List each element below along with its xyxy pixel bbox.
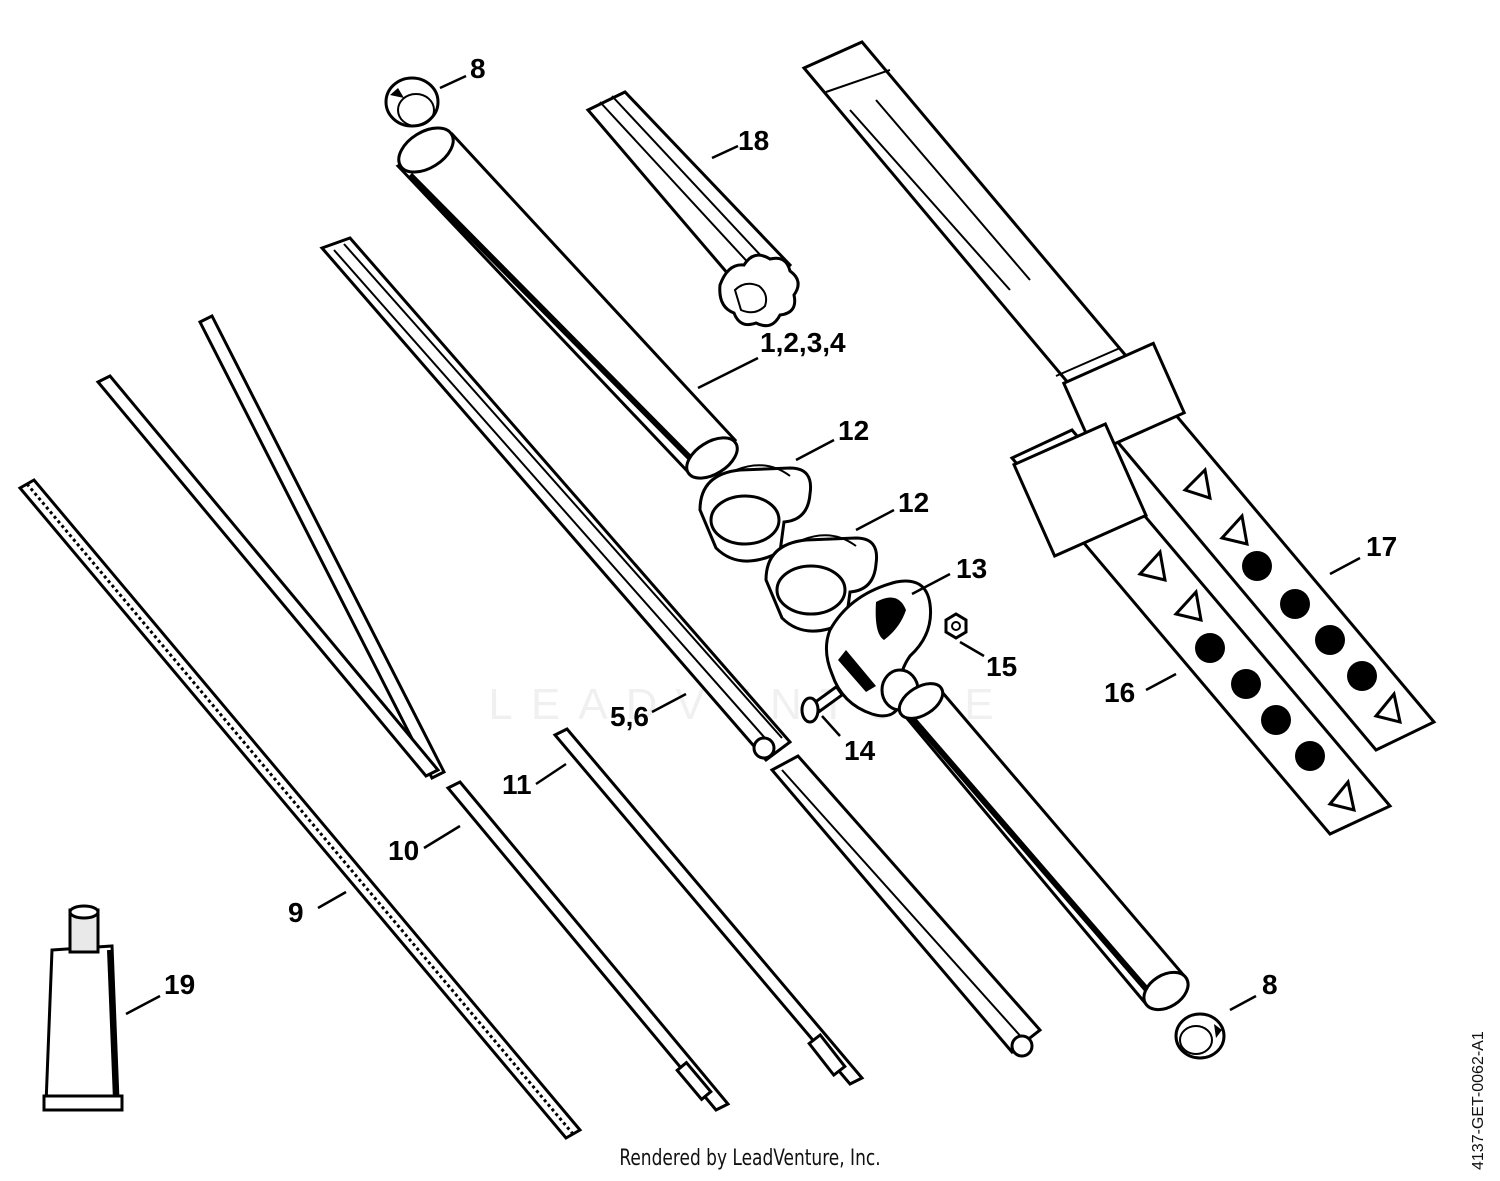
part-18-fluted-grip[interactable] (585, 90, 800, 328)
drawing-code: 4137-GET-0062-A1 (1470, 1031, 1487, 1170)
callout-12-upper: 12 (838, 415, 869, 446)
part-8-end-cap-bottom[interactable] (1174, 1012, 1226, 1060)
part-1-2-3-4-lower-tube[interactable] (893, 676, 1195, 1017)
callout-8-bottom: 8 (1262, 969, 1278, 1000)
part-15-nut[interactable] (944, 612, 968, 640)
part-17-warning-decal[interactable] (801, 40, 1437, 752)
part-12-clamp-upper[interactable] (698, 464, 813, 563)
callout-1-2-3-4: 1,2,3,4 (760, 327, 846, 358)
callout-16: 16 (1104, 677, 1135, 708)
callout-14: 14 (844, 735, 876, 766)
callout-5-6: 5,6 (610, 701, 649, 732)
callout-17: 17 (1366, 531, 1397, 562)
part-16-warning-decal[interactable] (1009, 422, 1393, 836)
callout-9: 9 (288, 897, 304, 928)
part-12-clamp-lower[interactable] (764, 534, 879, 633)
part-10-drive-rod[interactable] (95, 374, 731, 1112)
part-19-grease-tube[interactable] (42, 904, 124, 1112)
part-5-6-shaft-housing[interactable] (319, 236, 1043, 1058)
footer-credit: Rendered by LeadVenture, Inc. (619, 1146, 881, 1171)
part-8-end-cap-top[interactable] (384, 76, 440, 128)
callout-8-top: 8 (470, 53, 486, 84)
part-1-2-3-4-drive-tube[interactable] (391, 119, 744, 487)
part-9-flex-shaft[interactable] (17, 478, 583, 1140)
callout-15: 15 (986, 651, 1017, 682)
callout-10: 10 (388, 835, 419, 866)
callout-13: 13 (956, 553, 987, 584)
callout-19: 19 (164, 969, 195, 1000)
callout-18: 18 (738, 125, 769, 156)
callout-12-lower: 12 (898, 487, 929, 518)
part-13-barrier-handle[interactable] (825, 579, 933, 718)
part-11-drive-rod[interactable] (197, 313, 865, 1086)
callout-11: 11 (502, 769, 532, 800)
part-14-screw[interactable] (800, 684, 845, 724)
